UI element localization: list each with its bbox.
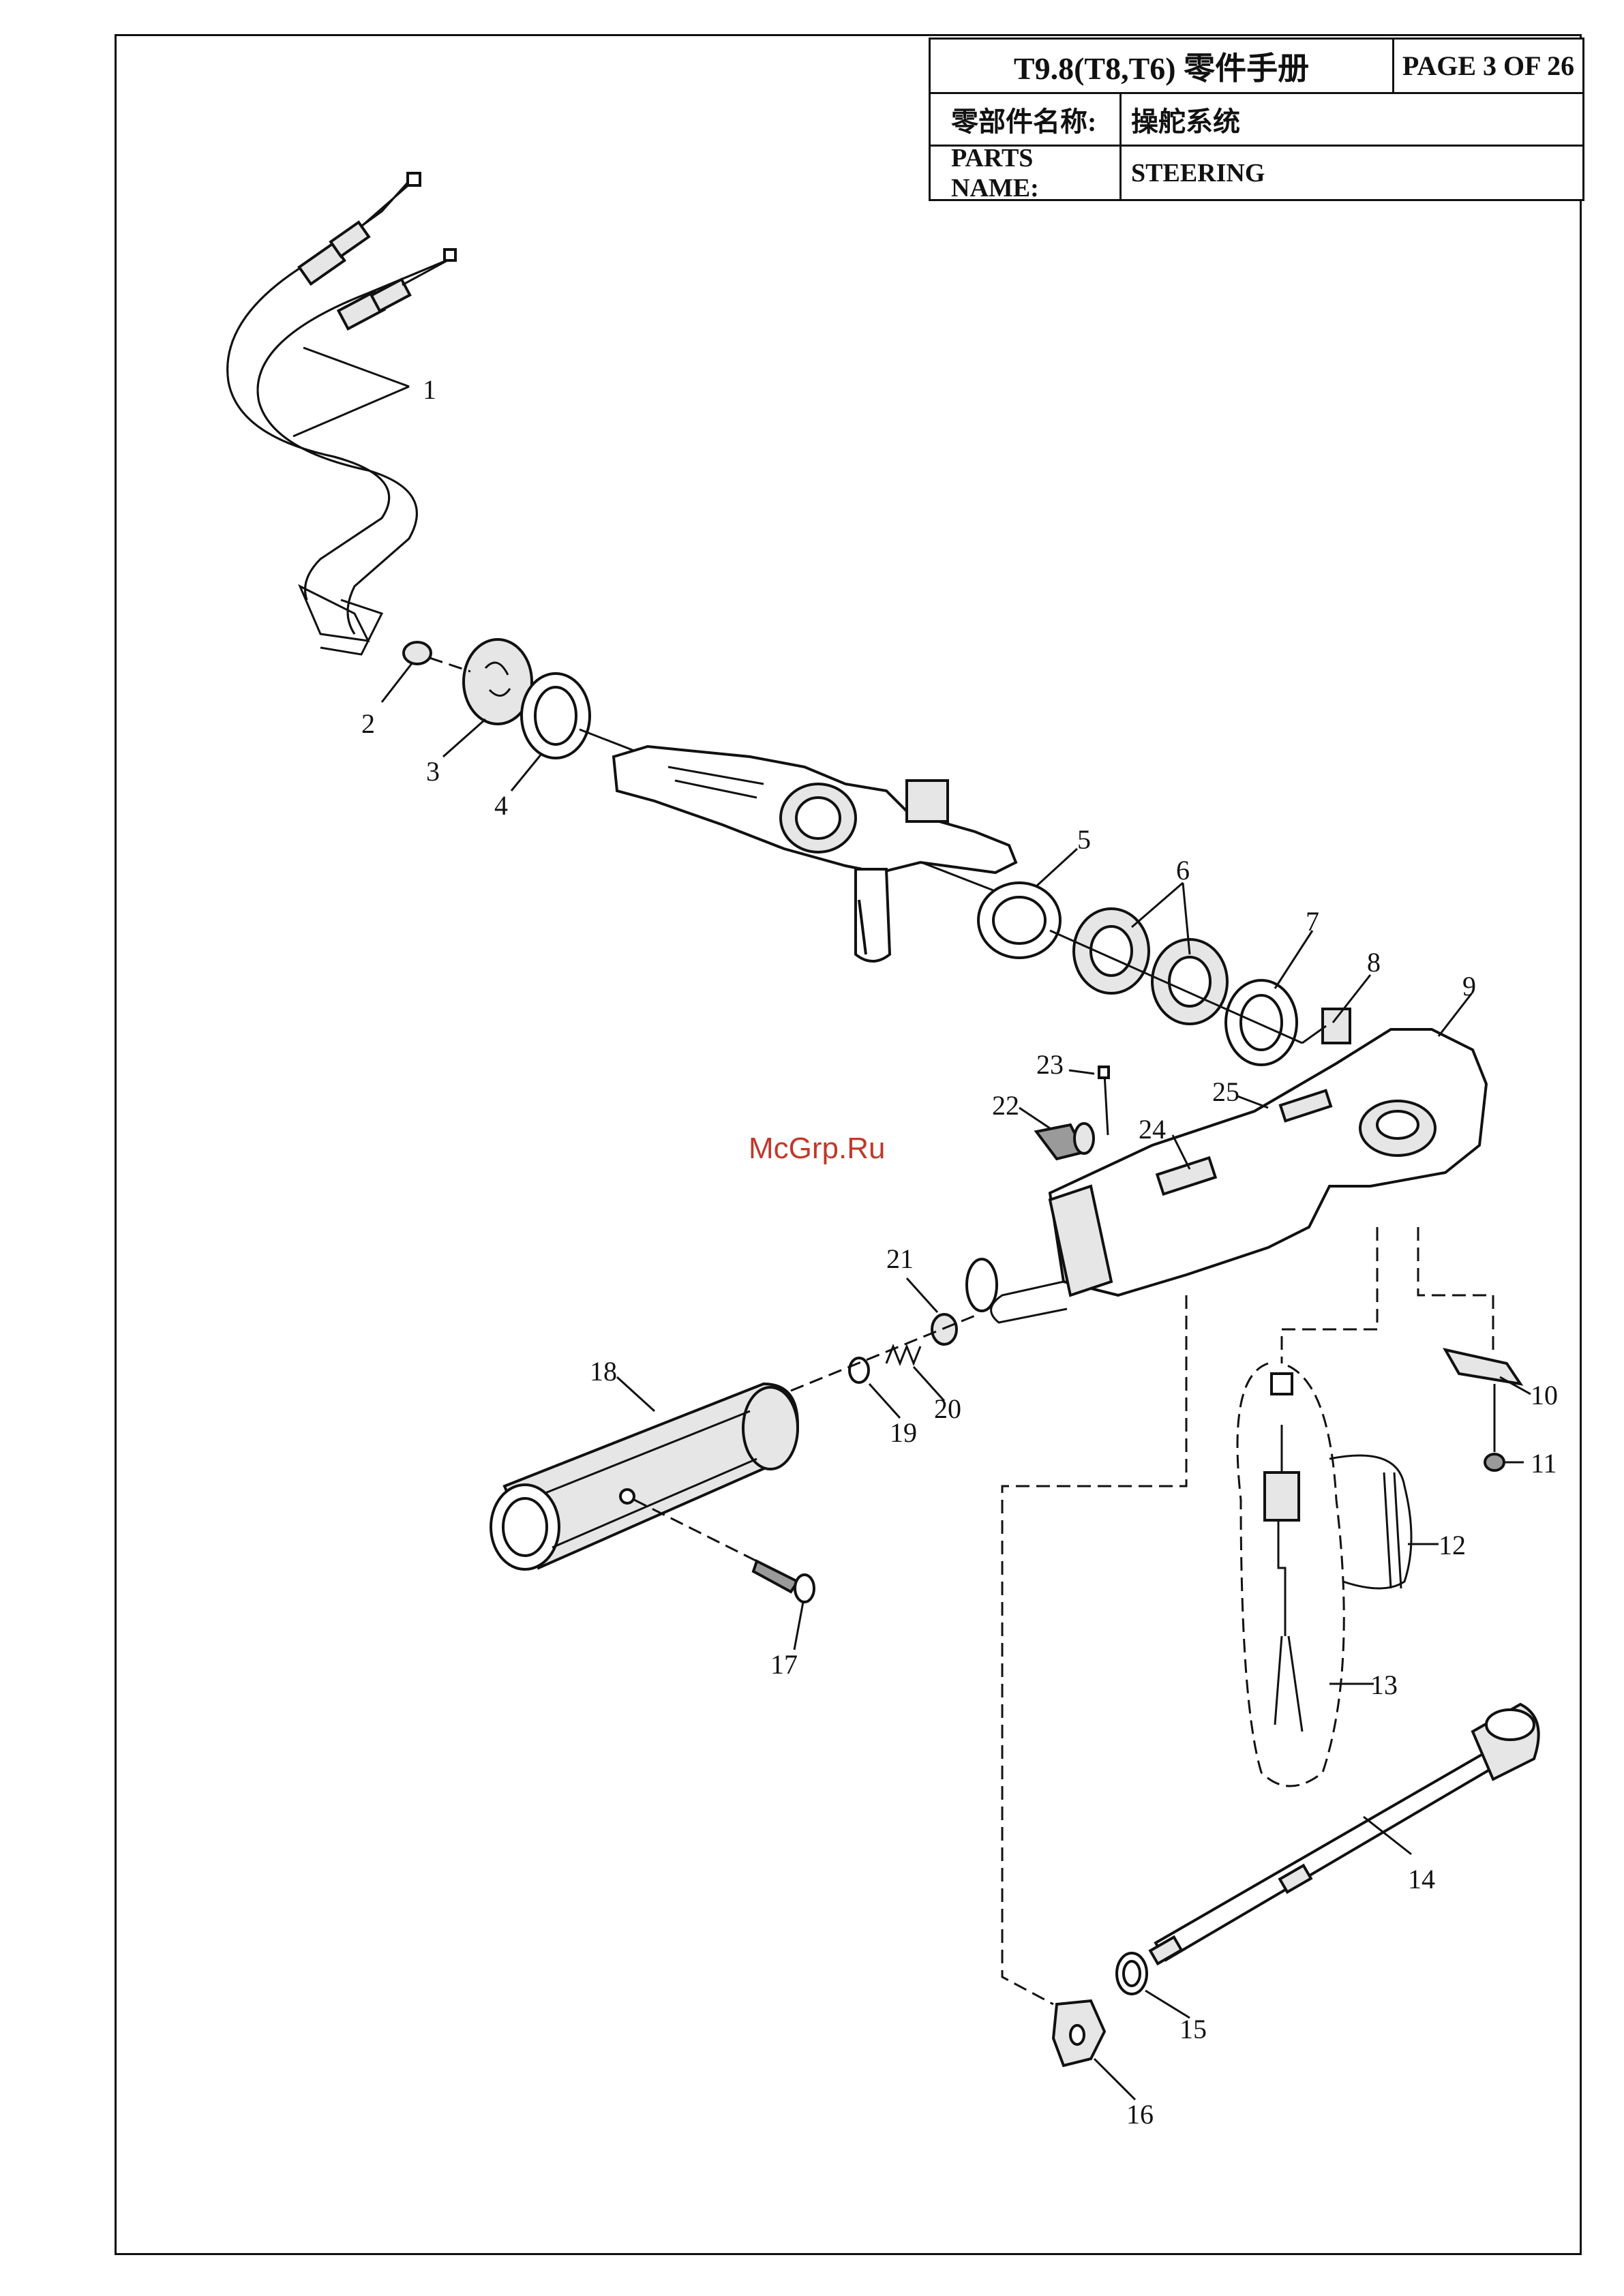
callout-1: 1 [423, 374, 436, 405]
parts-5-7-washers [978, 883, 1302, 1065]
part-18-grip [491, 1384, 798, 1569]
parts-22-23-friction-knob [1036, 1067, 1109, 1159]
callout-19: 19 [890, 1417, 917, 1448]
callout-labels: 1 2 3 4 5 6 7 8 9 10 11 12 13 14 15 16 1… [361, 374, 1558, 2130]
callout-9: 9 [1462, 971, 1476, 1001]
callout-16: 16 [1126, 2099, 1154, 2130]
callout-22: 22 [992, 1090, 1019, 1121]
part-14-tiller-shaft [1150, 1704, 1538, 1964]
callout-3: 3 [426, 756, 440, 787]
steering-bracket [614, 746, 1016, 961]
callout-14: 14 [1408, 1864, 1435, 1894]
part-17-screw [753, 1561, 814, 1602]
watermark-text: McGrp.Ru [749, 1132, 885, 1166]
part-1-cables [228, 173, 455, 654]
callout-18: 18 [590, 1356, 617, 1387]
parts-12-13-stop-switch-lanyard [1237, 1227, 1411, 1786]
callout-17: 17 [770, 1649, 798, 1680]
leader-lines [382, 663, 1531, 2100]
callout-6: 6 [1176, 855, 1190, 886]
callout-13: 13 [1370, 1670, 1398, 1700]
callout-4: 4 [494, 790, 508, 821]
callout-5: 5 [1077, 824, 1091, 855]
callout-24: 24 [1139, 1114, 1166, 1145]
callout-10: 10 [1531, 1380, 1558, 1410]
callout-2: 2 [361, 708, 375, 739]
callout-11: 11 [1531, 1448, 1557, 1479]
callout-8: 8 [1367, 947, 1381, 978]
callout-25: 25 [1212, 1076, 1239, 1107]
callout-15: 15 [1179, 2014, 1207, 2044]
callout-21: 21 [886, 1243, 914, 1274]
parts-19-21-washer-spring-bushing [791, 1314, 975, 1391]
callout-12: 12 [1439, 1530, 1466, 1560]
callout-20: 20 [934, 1393, 961, 1424]
callout-23: 23 [1036, 1049, 1064, 1080]
callout-7: 7 [1306, 906, 1319, 937]
parts-10-11-plate-screw [1418, 1227, 1520, 1470]
